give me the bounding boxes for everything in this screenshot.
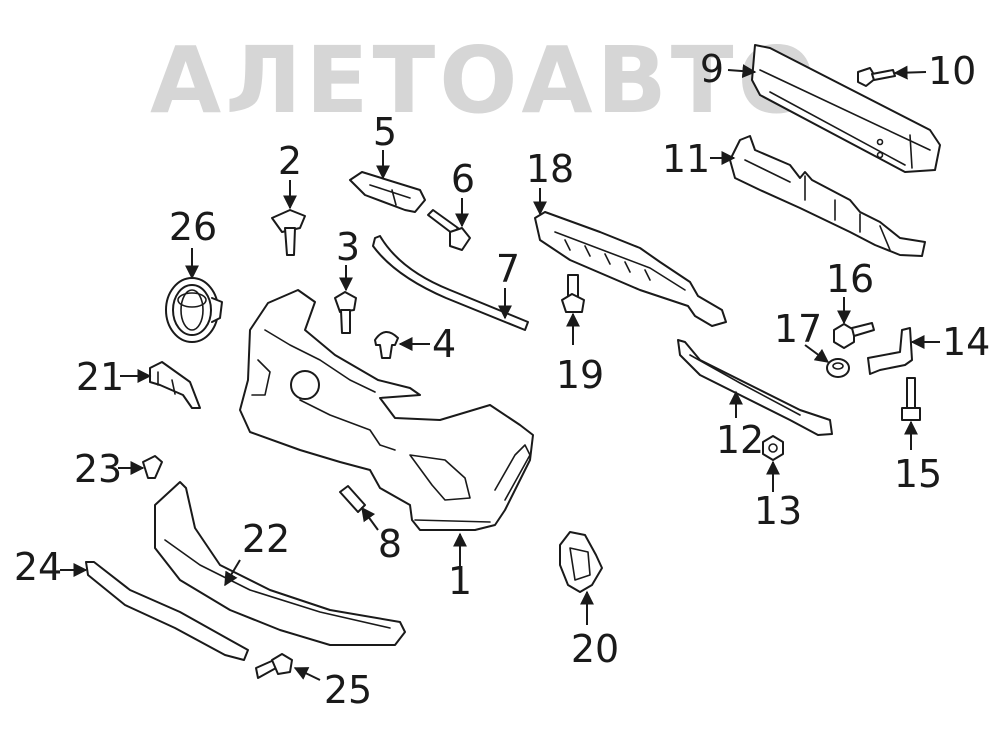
part-12-lower-reinforcement [677, 339, 833, 436]
callout-9: 9 [700, 47, 724, 91]
callout-4: 4 [432, 322, 456, 366]
part-2-clip [271, 209, 306, 256]
part-4-clip [374, 331, 399, 359]
callout-1: 1 [448, 559, 472, 603]
callout-24: 24 [14, 545, 62, 589]
callout-5: 5 [373, 110, 397, 154]
leader-lines [60, 64, 940, 681]
callout-11: 11 [662, 137, 710, 181]
part-26-emblem [165, 277, 223, 343]
part-3-bolt [334, 291, 357, 334]
part-15-bolt [901, 377, 921, 421]
part-16-bolt [833, 322, 875, 349]
callout-21: 21 [76, 355, 124, 399]
callout-7: 7 [496, 247, 520, 291]
callout-6: 6 [451, 157, 475, 201]
callout-26: 26 [169, 205, 217, 249]
part-21-bracket [149, 361, 201, 409]
callout-19: 19 [556, 353, 604, 397]
callout-12: 12 [716, 418, 764, 462]
callout-20: 20 [571, 627, 619, 671]
callout-3: 3 [336, 225, 360, 269]
part-18-grille-bracket [534, 211, 727, 327]
callout-25: 25 [324, 668, 372, 712]
part-10-bolt [857, 67, 896, 87]
part-11-energy-absorber [729, 135, 926, 257]
part-17-nut [826, 358, 850, 378]
part-20-bracket [559, 531, 603, 593]
part-6-bolt [427, 209, 471, 251]
part-19-bolt [561, 274, 585, 313]
part-22-lower-spoiler [154, 481, 406, 646]
callout-23: 23 [74, 447, 122, 491]
callout-2: 2 [278, 139, 302, 183]
part-24-lower-molding [85, 561, 249, 661]
callout-8: 8 [378, 522, 402, 566]
part-23-clip [142, 455, 163, 479]
callout-10: 10 [928, 49, 976, 93]
part-14-bracket [867, 327, 913, 375]
part-5-bracket [349, 171, 426, 213]
callout-13: 13 [754, 489, 802, 533]
part-13-nut [762, 435, 784, 461]
callout-labels: 1 2 3 4 5 6 7 8 9 10 11 12 13 14 15 16 1… [14, 47, 991, 712]
callout-16: 16 [826, 257, 874, 301]
callout-14: 14 [942, 320, 990, 364]
callout-17: 17 [774, 307, 822, 351]
part-8-plug [339, 485, 366, 513]
part-1-bumper-cover [239, 289, 534, 531]
part-9-reinforcement-beam [751, 44, 941, 173]
callout-22: 22 [242, 517, 290, 561]
watermark-logo: АЛЕТОАВТО [150, 27, 820, 134]
callout-15: 15 [894, 452, 942, 496]
part-25-bolt [255, 653, 293, 679]
part-7-strip [372, 235, 529, 331]
callout-18: 18 [526, 147, 574, 191]
